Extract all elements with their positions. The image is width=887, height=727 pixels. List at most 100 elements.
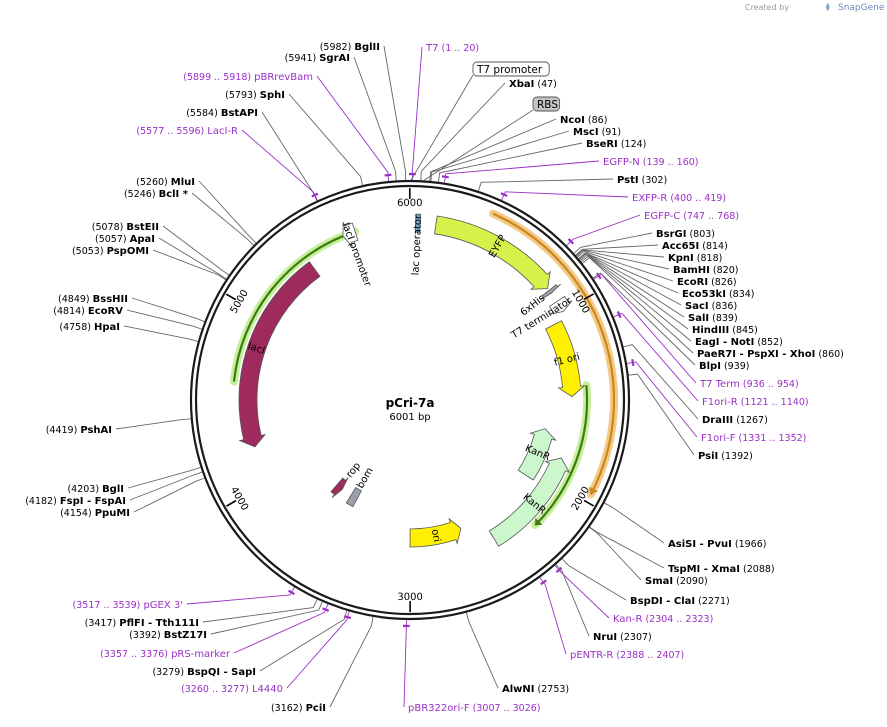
primer-binding-mark (596, 272, 602, 280)
feature-lac-operator-label: lac operator (411, 214, 425, 276)
primer-arcs (229, 209, 618, 530)
site-name: EXFP-R (632, 193, 667, 204)
site-ecori: EcoRI (826) (677, 277, 737, 288)
feature-rop-arrow (330, 477, 349, 498)
site-position: (4182) (25, 496, 57, 507)
site-name: TspMI - XmaI (668, 564, 740, 575)
site-labels: (5982) BglII(5941) SgrAI(5899 .. 5918) p… (25, 42, 844, 714)
site-saci: SacI (836) (685, 301, 737, 312)
site-leader-line (411, 46, 423, 181)
site-leader-line (115, 418, 191, 430)
site-position: (5941) (285, 53, 317, 64)
site-name: pRS-marker (171, 649, 231, 660)
site-leader-line (589, 527, 642, 581)
site-name: NcoI (560, 115, 585, 126)
site-leader-line (353, 56, 397, 181)
site-name: F1ori-R (702, 397, 738, 408)
boxed-label-t7-promoter-box (472, 61, 550, 77)
site-name: HpaI (94, 322, 120, 333)
site-position: (814) (702, 241, 728, 252)
site-leader-line (152, 249, 227, 281)
site-position: (1331 .. 1352) (739, 433, 807, 444)
site-name: BspQI - SapI (187, 667, 256, 678)
site-name: PpuMI (95, 508, 130, 519)
primer-binding-mark (287, 589, 295, 596)
site-position: (826) (711, 277, 737, 288)
site-position: (2753) (538, 684, 570, 695)
site-kpni: KpnI (818) (668, 253, 722, 264)
site-position: (91) (602, 127, 622, 138)
feature-laci-label: lacI (246, 341, 266, 357)
feature-laci-arrow (238, 261, 321, 448)
feature-ori-arrow (409, 517, 462, 548)
site-leader-line (589, 526, 665, 569)
site-apai: (5057) ApaI (95, 234, 155, 245)
site-leader-line (126, 309, 202, 330)
site-leader-line (573, 232, 653, 254)
site-sali: SalI (839) (688, 313, 738, 324)
site-kan-r: Kan-R (2304 .. 2323) (613, 614, 713, 625)
feature-laci-promoter-arrow (342, 221, 359, 247)
tick-mark (225, 293, 237, 301)
primer-arc-arrowhead (589, 486, 599, 495)
site-leader-line (438, 142, 583, 182)
site-name: BssHII (93, 294, 128, 305)
site-name: pENTR-R (570, 650, 613, 661)
primer-binding-mark (322, 607, 330, 612)
site-name: PspOMI (107, 246, 149, 257)
tick-label: 2000 (570, 485, 592, 513)
site-position: (139 .. 160) (643, 157, 699, 168)
site-bstz17i: (3392) BstZ17I (129, 630, 207, 641)
site-name: PstI (617, 175, 639, 186)
site-position: (3357 .. 3376) (100, 649, 168, 660)
plasmid-size: 6001 bp (389, 412, 430, 423)
site-pentr-r: pENTR-R (2388 .. 2407) (570, 650, 684, 661)
site-position: (3417) (85, 618, 117, 629)
site-name: BamHI (673, 265, 710, 276)
tick-label: 5000 (229, 288, 251, 316)
site-tspmi-xmai: TspMI - XmaI (2088) (668, 564, 775, 575)
site-pcii: (3162) PciI (271, 703, 326, 714)
site-t7: T7 (1 .. 20) (425, 43, 479, 54)
site-leader-line (430, 130, 570, 182)
site-position: (3517 .. 3539) (73, 600, 141, 611)
site-name: DraIII (702, 415, 733, 426)
primer-binding-mark (500, 192, 508, 197)
primer-binding-mark (555, 566, 563, 573)
site-egfp-c: EGFP-C (747 .. 768) (644, 211, 739, 222)
site-ecorv: (4814) EcoRV (53, 306, 123, 317)
snapgene-brand-text: SnapGene (838, 3, 885, 13)
site-position: (2088) (743, 564, 775, 575)
site-position: (1392) (721, 451, 753, 462)
site-smai: SmaI (2090) (645, 576, 708, 587)
tick-mark (583, 293, 594, 301)
site-position: (4849) (58, 294, 90, 305)
site-leader-line (566, 214, 641, 246)
site-position: (939) (724, 361, 750, 372)
site-name: Kan-R (613, 614, 642, 625)
site-pbr322ori-f: pBR322ori-F (3007 .. 3026) (408, 703, 541, 714)
site-name: SgrAI (319, 53, 350, 64)
site-position: (2090) (676, 576, 708, 587)
site-position: (1 .. 20) (442, 43, 480, 54)
boxed-label-rbs: RBS (537, 99, 558, 111)
site-leader-line (191, 192, 254, 246)
site-name: BstEII (126, 222, 159, 233)
primer-binding-mark (631, 358, 635, 367)
site-position: (839) (712, 313, 738, 324)
site-position: (1966) (735, 539, 767, 550)
site-t7-term: T7 Term (936 .. 954) (699, 379, 799, 390)
site-position: (820) (713, 265, 739, 276)
tick-label: 6000 (397, 198, 422, 209)
site-name: MscI (573, 127, 599, 138)
site-name: T7 Term (699, 379, 740, 390)
site-leader-line (613, 312, 699, 402)
site-name: BclI * (159, 189, 189, 200)
feature-ori-label: ori (429, 528, 442, 543)
site-name: L4440 (252, 684, 283, 695)
site-leader-line (592, 272, 696, 366)
site-bsrgi: BsrGI (803) (656, 229, 715, 240)
primer-binding-mark (311, 192, 319, 198)
plasmid-center-title: pCri-7a 6001 bp (386, 396, 435, 423)
